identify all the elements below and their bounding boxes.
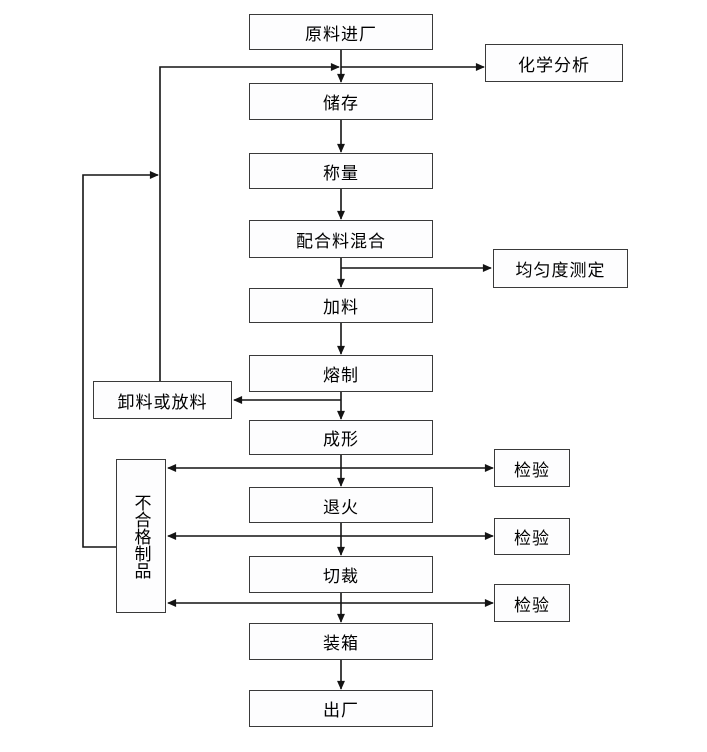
flow-node-packing: 装箱 bbox=[249, 623, 433, 660]
flow-node-cutting: 切裁 bbox=[249, 556, 433, 593]
flow-node-inspection-1: 检验 bbox=[494, 449, 570, 487]
flow-node-uniformity-test: 均匀度测定 bbox=[493, 249, 628, 288]
flow-node-raw-material-entry: 原料进厂 bbox=[249, 14, 433, 50]
flow-node-batch-mixing: 配合料混合 bbox=[249, 220, 433, 258]
flow-node-annealing: 退火 bbox=[249, 487, 433, 523]
flow-node-factory-exit: 出厂 bbox=[249, 690, 433, 727]
edge-rejected-return-line bbox=[82, 171, 159, 548]
flow-node-storage: 储存 bbox=[249, 83, 433, 120]
flow-node-weighing: 称量 bbox=[249, 153, 433, 189]
flow-node-feeding: 加料 bbox=[249, 288, 433, 323]
flow-node-chemical-analysis: 化学分析 bbox=[485, 44, 623, 82]
flow-node-inspection-2: 检验 bbox=[494, 518, 570, 555]
flow-node-unload-or-discharge: 卸料或放料 bbox=[93, 381, 232, 419]
flow-node-melting: 熔制 bbox=[249, 355, 433, 392]
flow-node-inspection-3: 检验 bbox=[494, 584, 570, 622]
edge-unload-return-line bbox=[159, 63, 340, 381]
flow-node-rejected-products: 不合格制品 bbox=[116, 459, 166, 613]
flow-node-forming: 成形 bbox=[249, 420, 433, 455]
